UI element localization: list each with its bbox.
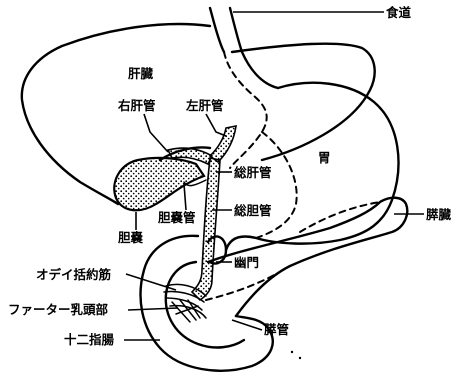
speck-mark [299, 357, 301, 359]
leader-right-hepatic-duct [144, 114, 168, 152]
label-left-hepatic-duct: 左肝管 [185, 98, 224, 113]
label-gallbladder: 胆嚢 [118, 230, 144, 245]
stomach-lesser-curve-hidden [256, 132, 297, 238]
label-esophagus: 食道 [385, 5, 412, 20]
sphincter-of-oddi [164, 284, 206, 322]
label-pancreatic-duct: 膵管 [264, 322, 289, 337]
gallbladder [114, 158, 204, 210]
pancreatic-duct [206, 274, 276, 300]
label-common-hepatic-duct: 総肝管 [234, 165, 272, 180]
label-pancreas: 膵臓 [426, 207, 452, 222]
label-sphincter-of-oddi: オデイ括約筋 [36, 267, 112, 282]
speck-mark [291, 351, 293, 353]
label-ampulla-of-vater: ファーター乳頭部 [8, 302, 109, 317]
label-common-bile-duct: 総胆管 [234, 203, 272, 218]
esophagus-hidden-course [224, 52, 267, 168]
label-right-hepatic-duct: 右肝管 [117, 98, 156, 113]
leader-ampulla-of-vater [128, 308, 178, 310]
label-duodenum: 十二指腸 [64, 332, 115, 347]
leader-cystic-duct [184, 184, 186, 210]
label-liver: 肝臓 [128, 66, 154, 81]
esophagus-left-wall [210, 8, 224, 52]
left-hepatic-duct [210, 126, 236, 162]
leader-left-hepatic-duct [206, 114, 226, 136]
label-cystic-duct: 胆嚢管 [158, 210, 196, 225]
pancreas-tail-hidden [300, 202, 380, 232]
label-pylorus: 幽門 [234, 255, 259, 270]
label-stomach: 胃 [318, 150, 331, 165]
